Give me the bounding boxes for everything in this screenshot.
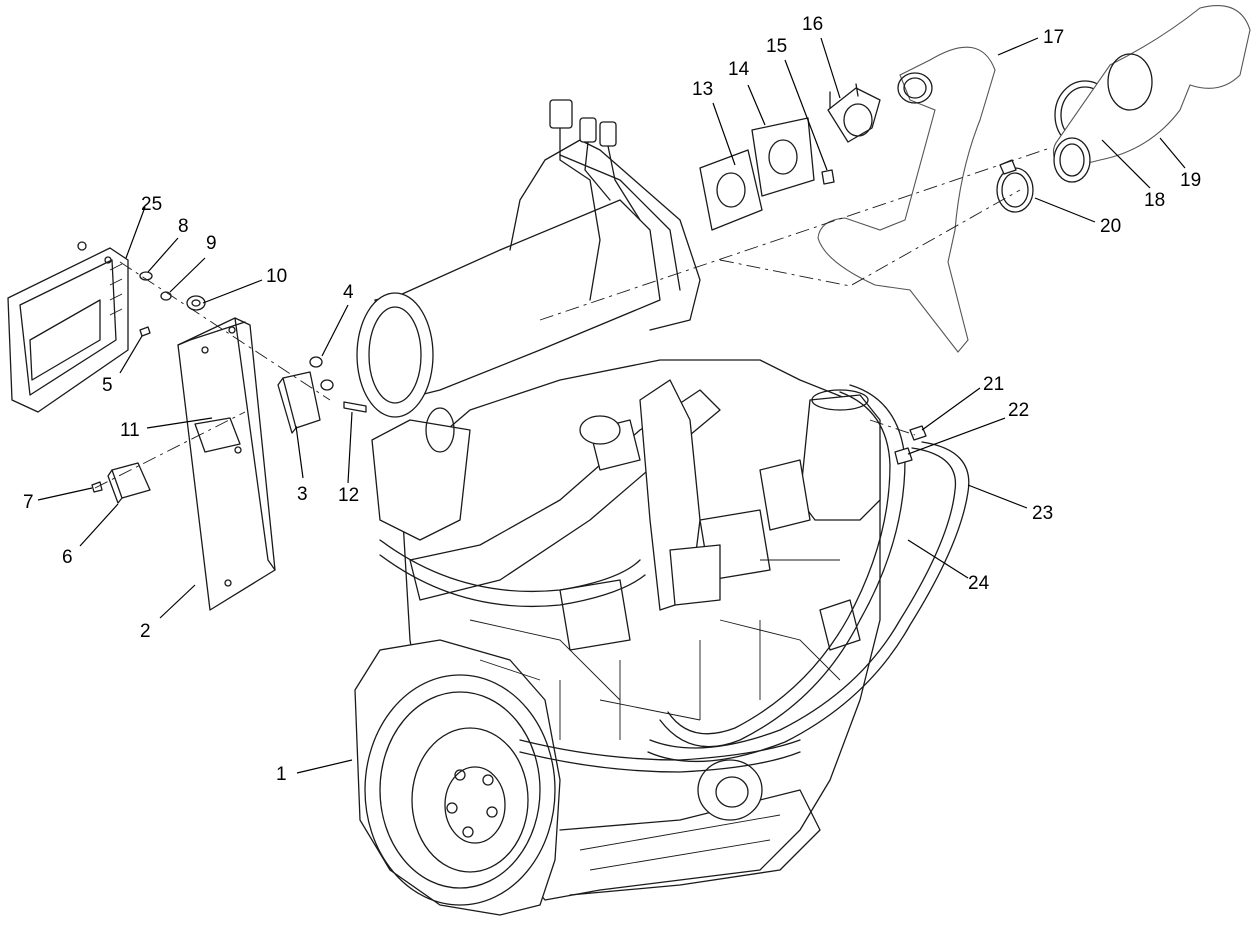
relay-components [107, 371, 321, 504]
callout-22: 22 [1008, 400, 1029, 421]
callout-24: 24 [968, 573, 990, 594]
callout-2: 2 [140, 621, 151, 642]
callout-3: 3 [297, 484, 308, 505]
mounting-bracket [177, 317, 276, 611]
callout-23: 23 [1032, 503, 1053, 524]
ecu-module [7, 241, 129, 413]
exploded-view-axes [94, 147, 1051, 489]
exhaust-flanges [699, 117, 835, 231]
callout-19: 19 [1180, 170, 1201, 191]
callout-20: 20 [1100, 216, 1121, 237]
callout-11: 11 [120, 420, 140, 441]
callout-4: 4 [343, 282, 354, 303]
callout-10: 10 [266, 266, 287, 287]
callout-6: 6 [62, 547, 73, 568]
callout-17: 17 [1043, 27, 1064, 48]
callout-14: 14 [728, 59, 750, 80]
callout-16: 16 [802, 14, 823, 35]
callout-5: 5 [102, 375, 113, 396]
fastener-hardware [91, 271, 367, 493]
callout-25: 25 [141, 194, 162, 215]
callout-21: 21 [983, 374, 1004, 395]
callout-13: 13 [692, 79, 713, 100]
callout-15: 15 [766, 36, 787, 57]
pipe-clamp [827, 83, 881, 143]
callout-1: 1 [276, 764, 287, 785]
callout-labels: 1 2 3 4 5 6 7 8 9 10 11 12 13 14 15 16 1… [23, 14, 1201, 785]
callout-18: 18 [1144, 190, 1165, 211]
callout-12: 12 [338, 485, 359, 506]
callout-9: 9 [206, 233, 217, 254]
hose-clamps-and-elbow [996, 5, 1251, 213]
return-hoses [647, 384, 970, 763]
callout-7: 7 [23, 492, 34, 513]
engine-assembly [354, 99, 881, 916]
callout-8: 8 [178, 216, 189, 237]
exhaust-pipe [817, 46, 996, 353]
callout-leaders [37, 37, 1186, 774]
